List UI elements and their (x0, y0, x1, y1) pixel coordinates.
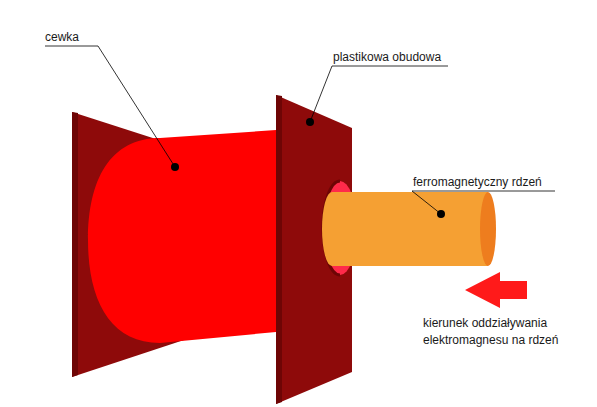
leader-line (310, 66, 448, 122)
force-arrow (465, 272, 527, 308)
part-label: ferromagnetyczny rdzeń (413, 174, 542, 190)
part-label: plastikowa obudowa (333, 49, 441, 65)
leader-line (45, 46, 175, 167)
ferromagnetic-core (322, 192, 488, 266)
coil (88, 130, 276, 343)
plate-edge (72, 112, 78, 377)
leader-line (412, 191, 555, 214)
arrow-caption: kierunek oddziaływania elektromagnesu na… (423, 315, 583, 349)
plate-edge (276, 95, 282, 404)
part-label: cewka (45, 29, 79, 45)
core-end (480, 192, 496, 266)
